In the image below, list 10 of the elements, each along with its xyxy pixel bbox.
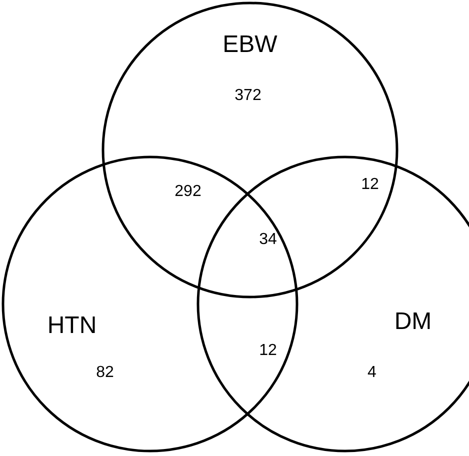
region-count: 12 <box>361 176 379 194</box>
region-count: 4 <box>368 364 376 382</box>
region-count: 34 <box>259 231 277 249</box>
region-count: 292 <box>174 183 202 201</box>
region-count: 82 <box>96 364 114 382</box>
region-count: 372 <box>234 87 262 105</box>
set-name: EBW <box>222 31 278 59</box>
set-name: DM <box>394 308 432 336</box>
set-name: HTN <box>47 312 97 340</box>
region-count: 12 <box>259 342 277 360</box>
